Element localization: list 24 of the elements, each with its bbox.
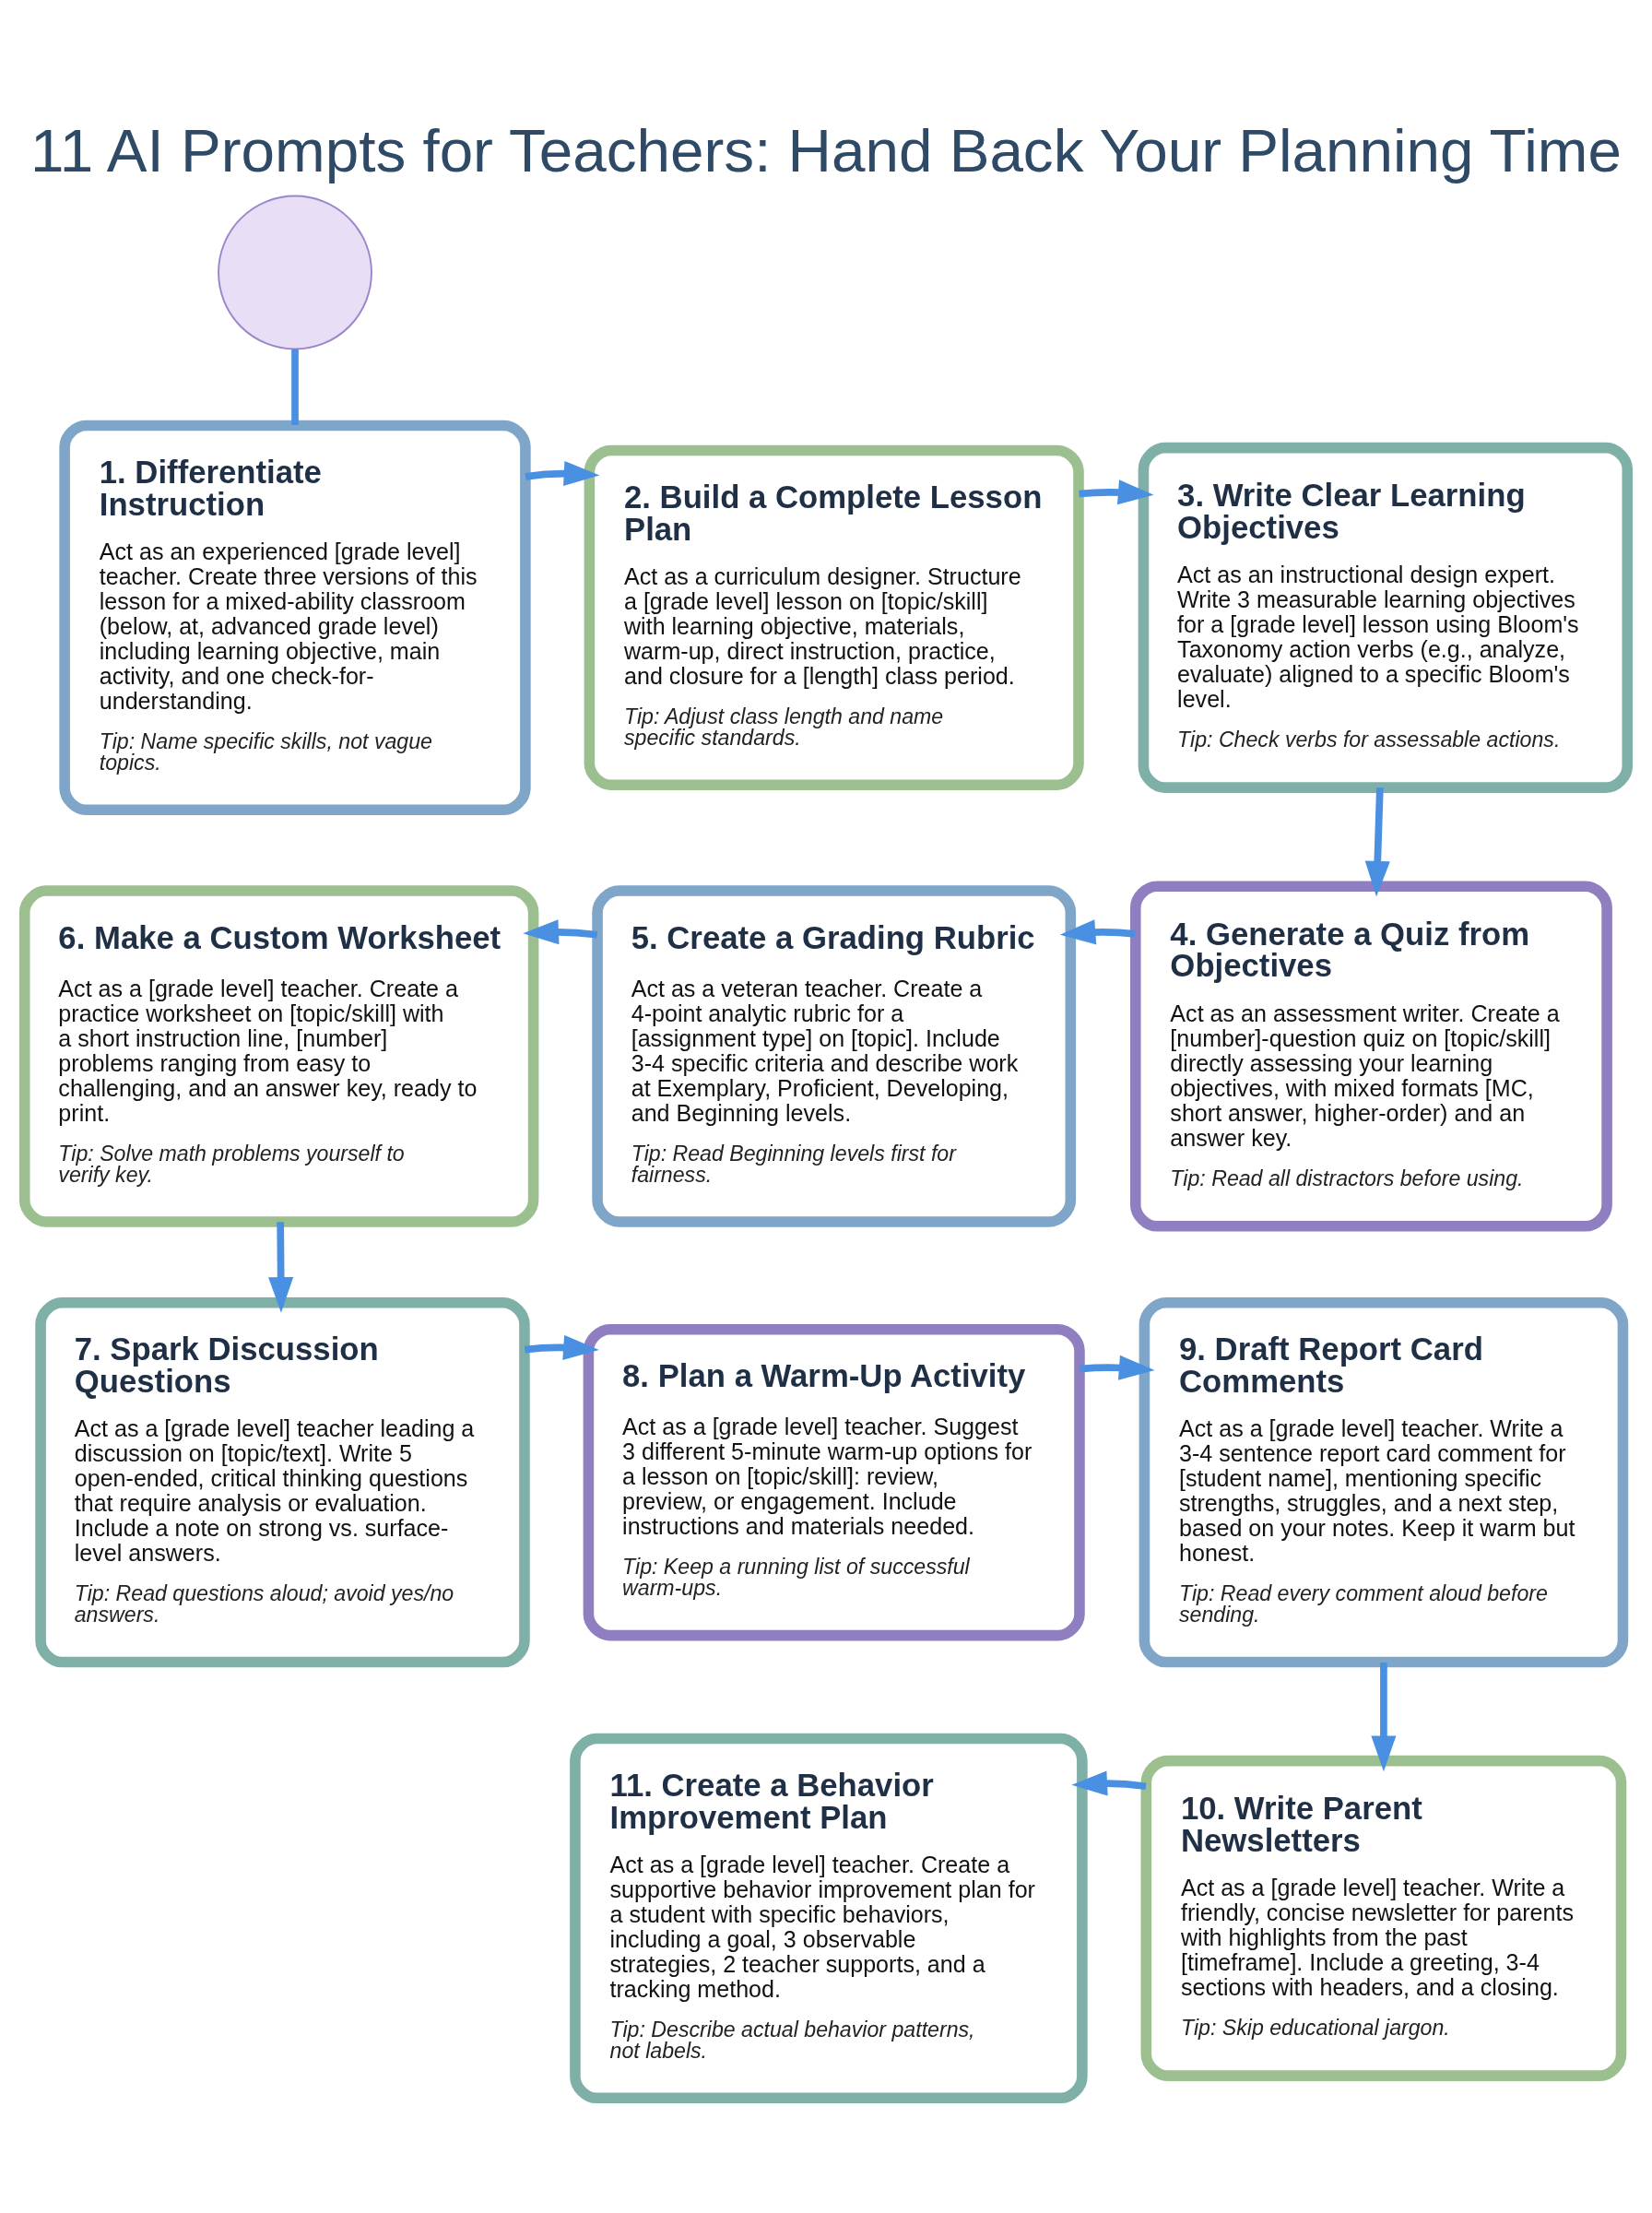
node-box: 10. Write Parent Newsletters Act as a [grade level] teacher. Write a friendly, concise newsletter for parents with highlights from the past [timeframe]. Include a greeting, 3-4 sections with headers, and a closing. Tip: Skip educational jargon. xyxy=(1140,1755,1627,2081)
arrow xyxy=(1071,1770,1147,1796)
arrow xyxy=(1080,1355,1155,1380)
arrow xyxy=(1364,787,1390,897)
node-box: 1. Differentiate Instruction Act as an experienced [grade level] teacher. Create three versions of this lesson for a mixed-ability classroom (below, at, advanced grade level) including learning objective, main activity, and one check-for-understanding. Tip: Name specific skills, not vague topics. xyxy=(59,420,531,815)
node-box: 2. Build a Complete Lesson Plan Act as a curriculum designer. Structure a [grade level] lesson on [topic/skill] with learning objective, materials, warm-up, direct instruction, practice, and closure for a [length] class period. Tip: Adjust class length and name specific standards. xyxy=(584,444,1084,790)
arrow xyxy=(1371,1662,1397,1771)
arrow xyxy=(525,460,600,486)
node-box: 3. Write Clear Learning Objectives Act as an instructional design expert. Write 3 measurable learning objectives for a [grade level] lesson using Bloom's Taxonomy action verbs (e.g., analyze, evaluate) aligned to a specific Bloom's level. Tip: Check verbs for assessable actions. xyxy=(1138,442,1634,793)
node-box: 9. Draft Report Card Comments Act as a [grade level] teacher. Write a 3-4 sentence report card comment for [student name], mentioning specific strengths, struggles, and a next step, based on your notes. Keep it warm but honest. Tip: Read every comment aloud before sending. xyxy=(1139,1296,1629,1667)
node-circle xyxy=(218,195,372,349)
connector xyxy=(291,349,299,425)
arrow xyxy=(1059,918,1136,944)
diagram-title: 11 AI Prompts for Teachers: Hand Back Your Planning Time xyxy=(30,116,1622,184)
node-box: 5. Create a Grading Rubric Act as a veteran teacher. Create a 4-point analytic rubric for a [assignment type] on [topic]. Include 3-4 specific criteria and describe work at Exemplary, Proficient, Developing, and Beginning levels. Tip: Read Beginning levels first for fairness. xyxy=(592,884,1077,1227)
node-box: 4. Generate a Quiz from Objectives Act as an assessment writer. Create a [number]-question quiz on [topic/skill] directly assessing your learning objectives, with mixed formats [MC, short answer, higher-order) and an answer key. Tip: Read all distractors before using. xyxy=(1129,880,1612,1232)
node-box: 8. Plan a Warm-Up Activity Act as a [grade level] teacher. Suggest 3 different 5-minute warm-up options for a lesson on [topic/skill]: review, preview, or engagement. Include instructions and materials needed. Tip: Keep a running list of successful warm-ups. xyxy=(583,1323,1085,1640)
node-box: 7. Spark Discussion Questions Act as a [grade level] teacher leading a discussion on [topic/text]. Write 5 open-ended, critical thinking questions that require analysis or evaluation. Include a note on strong vs. surface-level answers. Tip: Read questions aloud; avoid yes/no answers. xyxy=(35,1296,530,1667)
node-box: 6. Make a Custom Worksheet Act as a [grade level] teacher. Create a practice worksheet on [topic/skill] with a short instruction line, [number] problems ranging from easy to challenging, and an answer key, ready to print. Tip: Solve math problems yourself to verify key. xyxy=(18,884,539,1227)
arrow xyxy=(268,1221,294,1313)
arrow xyxy=(1079,479,1154,504)
node-box: 11. Create a Behavior Improvement Plan Act as a [grade level] teacher. Create a supportive behavior improvement plan for a student with specific behaviors, including a goal, 3 observable strategies, 2 teacher supports, and a tracking method. Tip: Describe actual behavior patterns, not labels. xyxy=(570,1733,1088,2103)
arrow xyxy=(523,918,598,944)
arrow xyxy=(524,1334,599,1360)
